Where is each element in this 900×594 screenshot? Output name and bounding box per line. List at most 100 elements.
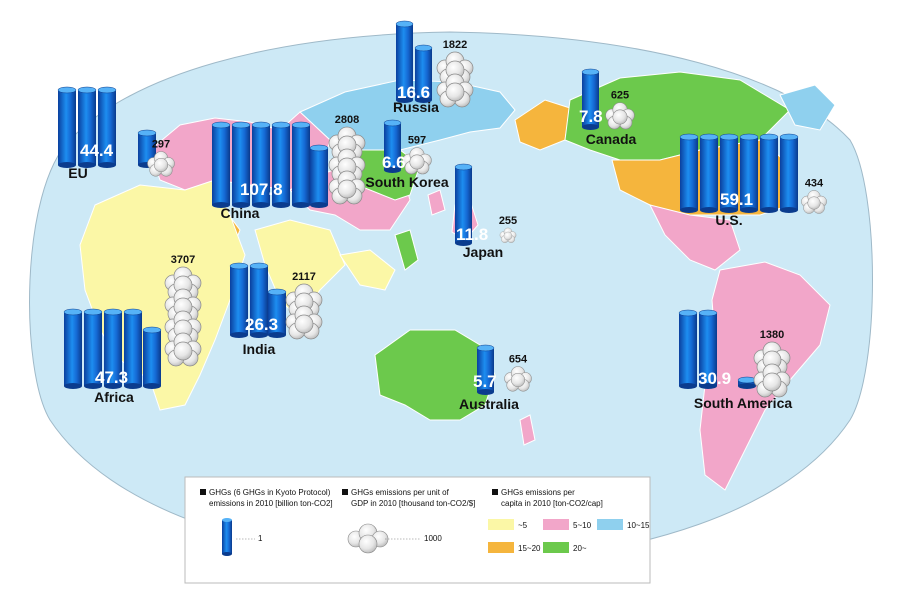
- bullet-icon: [492, 489, 498, 495]
- ghg-value-label: 6.6: [382, 153, 406, 172]
- legend-swatch-0-5: [488, 519, 514, 530]
- region-name-label: U.S.: [715, 212, 742, 228]
- legend-band-0-5: ~5: [518, 521, 528, 530]
- emission-cylinder: [737, 376, 757, 389]
- emission-cylinder: [77, 86, 97, 168]
- emission-cylinder: [63, 308, 83, 389]
- emission-cylinder: [291, 121, 311, 208]
- emission-cloud-icon: [436, 73, 474, 108]
- legend-cloud-icon: [347, 523, 389, 554]
- ghg-value-label: 26.3: [245, 315, 278, 334]
- region-name-label: Japan: [463, 244, 503, 260]
- region-philippines: [394, 229, 419, 271]
- region-name-label: EU: [68, 165, 87, 181]
- gdp-value-label: 654: [509, 354, 528, 366]
- region-name-label: India: [243, 341, 276, 357]
- legend-swatch-10-15: [597, 519, 623, 530]
- emission-cylinder: [699, 133, 719, 213]
- emission-cylinder: [142, 326, 162, 389]
- region-greenland: [779, 84, 836, 131]
- emission-cloud-icon: [164, 332, 202, 367]
- gdp-value-label: 625: [611, 90, 629, 102]
- region-india: [254, 219, 346, 321]
- emission-cloud-icon: [402, 147, 432, 175]
- emission-cylinder: [271, 121, 291, 208]
- emission-cloud-icon: [328, 170, 366, 205]
- gdp-value-label: 1822: [443, 39, 467, 51]
- ghg-value-label: 107.8: [240, 180, 283, 199]
- legend-band-10-15: 10~15: [627, 521, 650, 530]
- emission-cylinder: [719, 133, 739, 213]
- gdp-value-label: 597: [408, 135, 426, 147]
- gdp-value-label: 1380: [760, 329, 784, 341]
- region-new-zealand: [519, 414, 536, 446]
- region-name-label: Canada: [586, 131, 637, 147]
- emission-cylinder: [678, 309, 698, 389]
- legend-gdp-title-2: GDP in 2010 [thousand ton-CO2/$]: [351, 499, 475, 508]
- ghg-value-label: 16.6: [397, 83, 430, 102]
- legend-ghg-title-1: GHGs (6 GHGs in Kyoto Protocol): [209, 488, 331, 497]
- legend-ghg-title-2: emissions in 2010 [billion ton-CO2]: [209, 499, 333, 508]
- ghg-value-label: 11.8: [456, 225, 488, 244]
- legend-cap-title-1: GHGs emissions per: [501, 488, 575, 497]
- region-central-america: [649, 204, 741, 271]
- emission-cylinder: [414, 44, 433, 103]
- legend-cylinder-icon: [222, 518, 232, 556]
- legend-box: [184, 476, 651, 584]
- ghg-value-label: 7.8: [579, 107, 603, 126]
- legend-band-15-20: 15~20: [518, 544, 541, 553]
- emission-cloud-icon: [753, 363, 791, 398]
- ghg-value-label: 44.4: [80, 141, 114, 160]
- gdp-value-label: 3707: [171, 254, 195, 266]
- ghg-value-label: 5.7: [473, 372, 497, 391]
- emission-cylinder: [454, 163, 473, 246]
- emission-cloud-icon: [147, 151, 175, 177]
- data-overlay: 44.4EU297107.8China280816.6Russia18226.6…: [57, 20, 827, 412]
- emission-cylinder: [759, 133, 779, 213]
- legend-band-20-up: 20~: [573, 544, 587, 553]
- emission-cylinder: [309, 144, 329, 208]
- legend-gdp-title-1: GHGs emissions per unit of: [351, 488, 450, 497]
- emission-cloud-icon: [285, 305, 323, 340]
- region-korea: [427, 189, 446, 216]
- emission-cylinder: [739, 133, 759, 213]
- legend-swatch-5-10: [543, 519, 569, 530]
- region-name-label: South America: [694, 395, 792, 411]
- region-name-label: China: [221, 205, 260, 221]
- gdp-value-label: 297: [152, 139, 170, 151]
- gdp-value-label: 2117: [292, 271, 316, 283]
- bullet-icon: [200, 489, 206, 495]
- ghg-value-label: 30.9: [698, 369, 731, 388]
- emission-cloud-icon: [504, 366, 532, 392]
- ghg-value-label: 59.1: [720, 190, 753, 209]
- emission-cloud-icon: [499, 227, 517, 243]
- legend-gdp-unit: 1000: [424, 534, 442, 543]
- region-marker: 44.4EU 297: [57, 86, 175, 181]
- emission-cylinder: [698, 309, 718, 389]
- bullet-icon: [342, 489, 348, 495]
- emission-cylinder: [779, 133, 799, 213]
- region-australia: [374, 329, 496, 421]
- legend-swatch-20-up: [543, 542, 569, 553]
- emission-cylinder: [581, 68, 600, 130]
- emission-cylinder: [231, 121, 251, 208]
- emission-cylinder: [679, 133, 699, 213]
- emission-cylinder: [229, 262, 249, 338]
- emission-cylinder: [103, 308, 123, 389]
- region-name-label: South Korea: [365, 174, 448, 190]
- region-name-label: Russia: [393, 99, 439, 115]
- legend-ghg-unit: 1: [258, 534, 263, 543]
- region-name-label: Australia: [459, 396, 519, 412]
- emission-cylinder: [383, 119, 402, 173]
- gdp-value-label: 255: [499, 215, 517, 227]
